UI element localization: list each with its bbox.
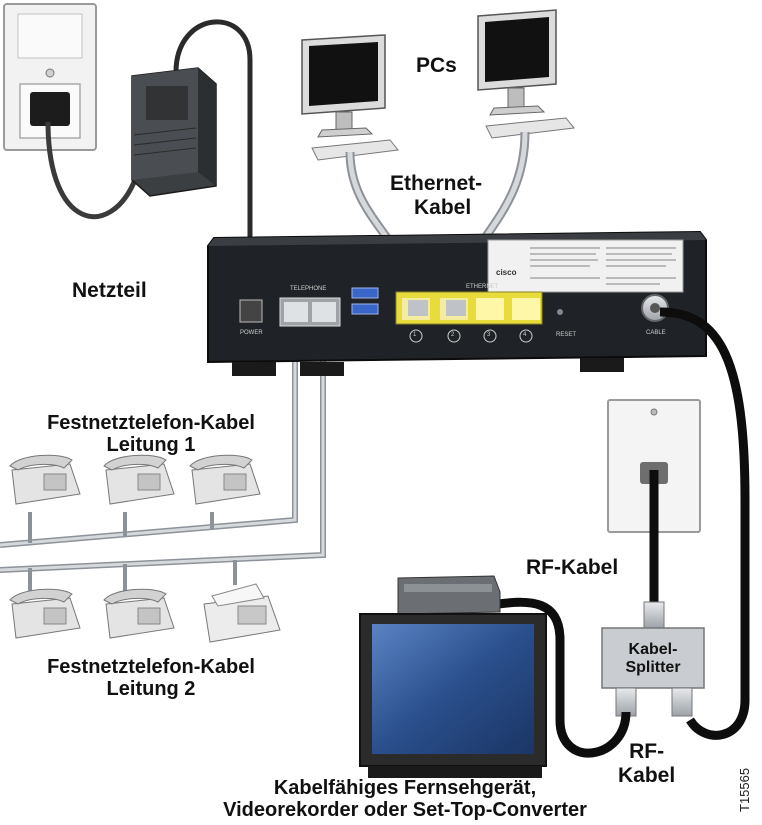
label-phone-line1: Festnetztelefon-Kabel Leitung 1: [14, 412, 288, 457]
label-phone2-line1: Festnetztelefon-Kabel: [47, 656, 255, 678]
label-ethernet-line2: Kabel: [414, 195, 472, 219]
power-adapter-cord: [45, 121, 138, 219]
label-phone-line2: Festnetztelefon-Kabel Leitung 2: [14, 656, 288, 701]
port-number-4: 4: [523, 332, 527, 338]
power-adapter: [131, 67, 217, 197]
label-tv-line2: Videorekorder oder Set-Top-Converter: [223, 799, 587, 822]
pc-right: [477, 9, 575, 139]
label-phone1-line2: Leitung 1: [106, 434, 196, 457]
label-phone2-line2: Leitung 2: [106, 678, 196, 701]
figure-id: T15565: [737, 767, 752, 812]
tv-set: [359, 575, 547, 778]
telephone-line2-b: [103, 588, 175, 639]
label-rf-bottom-line1: RF-: [629, 740, 665, 763]
cable-modem: [207, 230, 707, 376]
brand-logo-text: cisco: [496, 268, 517, 277]
label-tv: Kabelfähiges Fernsehgerät, Videorekorder…: [170, 777, 640, 822]
label-netzteil: Netzteil: [72, 279, 147, 302]
port-number-2: 2: [451, 332, 455, 338]
label-rf-cable-bottom: RF- Kabel: [618, 740, 675, 787]
port-label-telephone: TELEPHONE: [290, 286, 327, 292]
power-cable-to-modem: [173, 19, 253, 300]
label-splitter-line1: Kabel-: [628, 641, 678, 658]
telephone-line2-a: [9, 588, 81, 639]
port-label-reset: RESET: [556, 332, 577, 338]
coax-modem-to-splitter: [659, 307, 750, 740]
wall-power-outlet: [3, 3, 97, 151]
pc-left: [301, 34, 399, 161]
telephone-line1-b: [103, 454, 175, 505]
label-pcs: PCs: [416, 54, 457, 77]
port-label-cable: CABLE: [646, 330, 666, 336]
label-rf-bottom-line2: Kabel: [618, 763, 676, 787]
port-number-3: 3: [487, 332, 491, 338]
telephone-line1-c: [189, 454, 261, 505]
label-ethernet-cable: Ethernet- Kabel: [390, 172, 482, 219]
label-splitter-line2: Splitter: [625, 658, 681, 676]
label-cable-splitter: Kabel- Splitter: [608, 641, 698, 676]
label-ethernet-line1: Ethernet-: [390, 172, 483, 195]
wall-coax-outlet: [607, 399, 701, 533]
fax-machine-line2: [203, 583, 281, 643]
coax-splitter-to-tv: [497, 597, 631, 758]
port-label-power: POWER: [240, 330, 263, 336]
label-phone1-line1: Festnetztelefon-Kabel: [47, 412, 255, 434]
port-label-ethernet: ETHERNET: [466, 284, 499, 290]
port-number-1: 1: [413, 332, 417, 338]
label-tv-line1: Kabelfähiges Fernsehgerät,: [273, 777, 537, 799]
telephone-line1-a: [9, 454, 81, 505]
label-rf-cable-top: RF-Kabel: [526, 556, 619, 579]
cable-splitter: [601, 601, 705, 717]
